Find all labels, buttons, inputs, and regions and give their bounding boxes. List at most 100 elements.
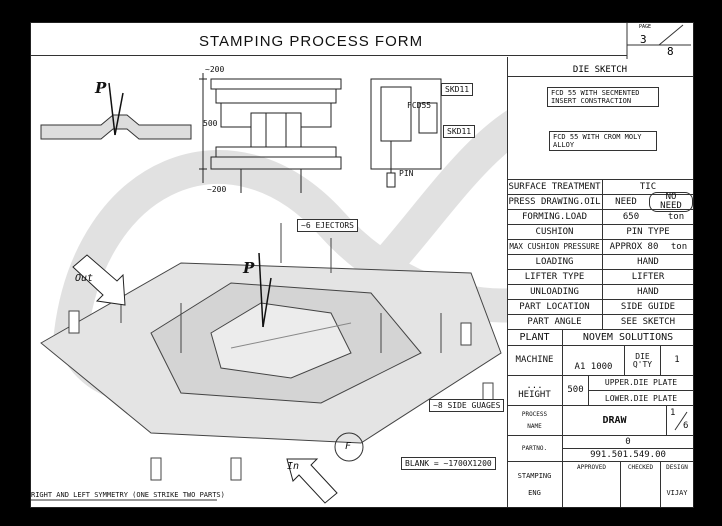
process-fraction: 1 6 — [667, 406, 693, 435]
machine-model: A1 1000 — [563, 346, 625, 375]
die-section-drawing — [199, 73, 342, 193]
machine-label: MACHINE — [507, 346, 563, 375]
spec-value: HAND — [637, 256, 659, 267]
p-label-top: P — [95, 79, 107, 97]
page-label: PAGE — [639, 24, 652, 30]
page-box-frame — [626, 23, 691, 59]
spec-label: LIFTER TYPE — [507, 270, 603, 284]
die-qty-label: DIE Q'TY — [625, 346, 661, 375]
f-circle — [334, 432, 364, 462]
part-no-value-1: 0 — [563, 436, 693, 449]
title-underline — [31, 55, 627, 56]
spec-value: LIFTER — [631, 271, 665, 282]
machine-row: MACHINE A1 1000 DIE Q'TY 1 — [507, 346, 693, 376]
out-arrow — [72, 254, 126, 306]
designer-name: VIJAY — [666, 489, 688, 497]
spec-value: 650 — [622, 211, 640, 222]
no-need-circle: NO NEED — [649, 192, 693, 212]
spec-row: LOADING HAND — [507, 255, 693, 270]
spec-value: HAND — [637, 286, 659, 297]
page-total: 8 — [667, 45, 674, 58]
spec-row: PRESS DRAWING.OIL NEED NO NEED — [507, 192, 693, 212]
die-sketch-bottom-border — [507, 179, 693, 180]
spec-label: SURFACE TREATMENT — [507, 180, 603, 194]
spec-value: SEE SKETCH — [620, 316, 676, 327]
skd-top-label: SKD11 — [441, 83, 474, 97]
spec-label: MAX CUSHION PRESSURE — [507, 240, 603, 254]
symmetry-note: RIGHT AND LEFT SYMMETRY (ONE STRIKE TWO … — [31, 491, 225, 499]
spec-value: SIDE GUIDE — [620, 301, 676, 312]
spec-label: UNLOADING — [507, 285, 603, 299]
spec-value: NEED — [615, 196, 637, 207]
spec-row: LIFTER TYPE LIFTER — [507, 270, 693, 285]
out-label: Out — [75, 273, 94, 284]
part-no-row: PARTNO. 0 991.501.549.00 — [507, 436, 693, 462]
lower-die-plate: LOWER.DIE PLATE — [604, 393, 678, 403]
height-value: 500 — [563, 376, 589, 405]
pin-label: PIN — [399, 169, 414, 178]
spec-row: SURFACE TREATMENT TIC — [507, 180, 693, 195]
design-cell: DESIGN VIJAY — [661, 462, 693, 507]
process-value: DRAW — [563, 406, 667, 435]
blank-note: BLANK = ~1700X1200 — [401, 457, 496, 471]
plant-value: NOVEM SOLUTIONS — [582, 331, 674, 343]
fraction-top: 1 — [670, 408, 676, 418]
die-sketch-note-2: FCD 55 WITH CROM MOLY ALLOY — [549, 131, 657, 152]
spec-row: MAX CUSHION PRESSURE APPROX 80 ton — [507, 240, 693, 255]
signoff-row: STAMPING ENG APPROVED CHECKED DESIGN VIJ… — [507, 462, 693, 507]
spec-value: APPROX 80 — [609, 241, 659, 252]
spec-label: LOADING — [507, 255, 603, 269]
spec-value: PIN TYPE — [626, 226, 670, 237]
stamped-part-drawing — [40, 223, 502, 481]
spec-value-circled: NO NEED — [649, 192, 693, 212]
stamping-label: STAMPING — [517, 471, 552, 480]
plant-label: PLANT — [507, 330, 563, 345]
in-arrow — [286, 458, 338, 504]
spec-row: UNLOADING HAND — [507, 285, 693, 300]
ejectors-note: ~6 EJECTORS — [297, 219, 358, 233]
spec-row: PART LOCATION SIDE GUIDE — [507, 300, 693, 315]
process-form-sheet: STAMPING PROCESS FORM PAGE 3 8 — [30, 22, 694, 508]
p-label-main: P — [243, 259, 255, 277]
spec-label: FORMING.LOAD — [507, 210, 603, 224]
fcd-label: FCD55 — [407, 101, 432, 110]
signoff-label-cell: STAMPING ENG — [507, 462, 563, 507]
spec-unit: ton — [670, 241, 688, 252]
die-qty-value: 1 — [674, 355, 680, 365]
spec-row: CUSHION PIN TYPE — [507, 225, 693, 240]
process-label-cell: PROCESS NAME — [507, 406, 563, 435]
height-label-2: HEIGHT — [518, 389, 551, 400]
page-number-box: PAGE 3 8 — [625, 23, 691, 59]
height-label-1: ... — [526, 380, 543, 391]
insert-detail-drawing — [370, 78, 442, 188]
spec-label: CUSHION — [507, 225, 603, 239]
spec-unit: ton — [667, 211, 685, 222]
design-label: DESIGN — [666, 464, 688, 471]
upper-die-plate: UPPER.DIE PLATE — [589, 376, 693, 391]
approved-label: APPROVED — [563, 462, 621, 507]
spec-label: PRESS DRAWING.OIL — [507, 195, 603, 209]
process-label-1: PROCESS — [521, 410, 548, 418]
dim-top: ~200 — [205, 65, 225, 74]
eng-label: ENG — [528, 488, 541, 497]
spec-label: PART ANGLE — [507, 315, 603, 329]
fraction-slash — [674, 411, 688, 431]
stamping-drawing — [31, 73, 507, 504]
die-sketch-title: DIE SKETCH — [507, 63, 693, 77]
table-left-border — [507, 57, 508, 507]
height-label-cell: ... HEIGHT — [507, 376, 563, 405]
plant-row: PLANT NOVEM SOLUTIONS — [507, 330, 693, 346]
in-label: In — [287, 461, 300, 472]
spec-row: FORMING.LOAD 650 ton — [507, 210, 693, 225]
form-title: STAMPING PROCESS FORM — [199, 33, 424, 50]
part-no-value-2: 991.501.549.00 — [590, 450, 666, 460]
dim-mid: 500 — [203, 119, 218, 128]
cross-section-sketch — [40, 82, 192, 140]
spec-value: TIC — [639, 181, 657, 192]
fraction-bottom: 6 — [683, 421, 689, 431]
skd-bottom-label: SKD11 — [443, 125, 476, 139]
side-gauges-note: ~8 SIDE GUAGES — [429, 399, 505, 413]
f-label: F — [345, 441, 352, 452]
page-current: 3 — [640, 33, 647, 46]
process-row: PROCESS NAME DRAW 1 6 — [507, 406, 693, 436]
